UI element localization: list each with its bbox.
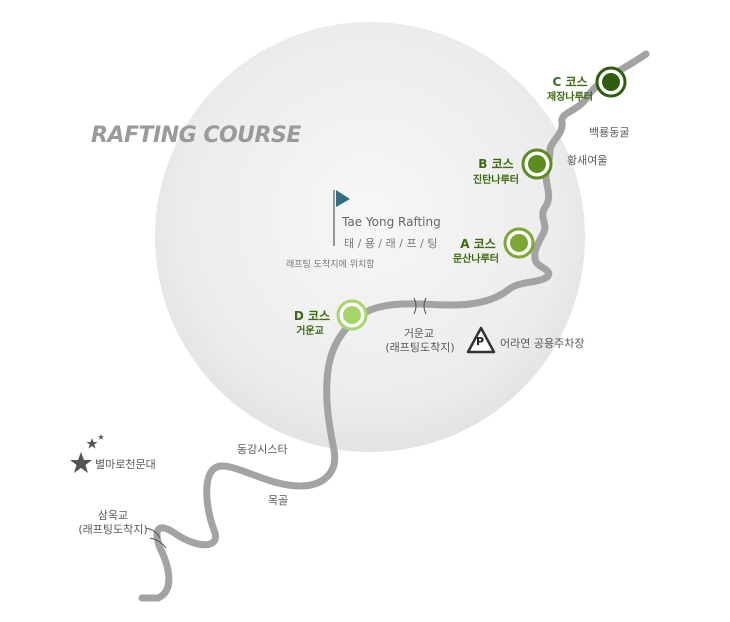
base-note: 래프팅 도착지에 위치함 [286,260,375,270]
map-title: RAFTING COURSE [91,123,301,148]
place-samokgyo: 삼옥교 [97,509,129,522]
place-baekryong-cave: 백룡동굴 [589,126,630,139]
course-d-put-in: 거운교 [296,326,324,337]
course-c-marker[interactable] [595,66,627,98]
course-b-code[interactable]: B 코스 [478,157,514,171]
course-a-marker[interactable] [503,227,535,259]
star-icon [70,434,104,473]
base-name: Tae Yong Rafting [342,215,441,229]
bridge-mark-geoungyo [413,297,427,315]
place-geoungyo-sub: (래프팅도착지) [385,341,455,354]
place-parking: 어라연 공용주차장 [500,337,585,350]
course-a-code[interactable]: A 코스 [460,237,496,251]
course-c-code[interactable]: C 코스 [552,75,588,89]
course-b-put-in: 진탄나루터 [473,175,519,186]
base-name-kr: 태 / 용 / 래 / 프 / 팅 [344,237,438,250]
course-a-put-in: 문산나루터 [453,254,499,265]
parking-symbol: P [476,335,485,348]
place-donggang-cistar: 동강시스타 [237,443,288,456]
place-geoungyo: 거운교 [403,327,435,340]
place-mokgol: 목골 [268,494,289,507]
place-samokgyo-sub: (래프팅도착지) [78,523,148,536]
course-d-code[interactable]: D 코스 [293,309,331,323]
course-b-marker[interactable] [521,148,553,180]
flag-icon [333,190,350,246]
place-hwangsae: 황새여울 [567,154,608,167]
place-observatory: 별마로천문대 [95,458,156,471]
course-d-marker[interactable] [336,299,368,331]
course-c-put-in: 제장나루터 [547,92,593,103]
bridge-mark-samokgyo [145,527,167,549]
parking-icon [466,326,496,354]
